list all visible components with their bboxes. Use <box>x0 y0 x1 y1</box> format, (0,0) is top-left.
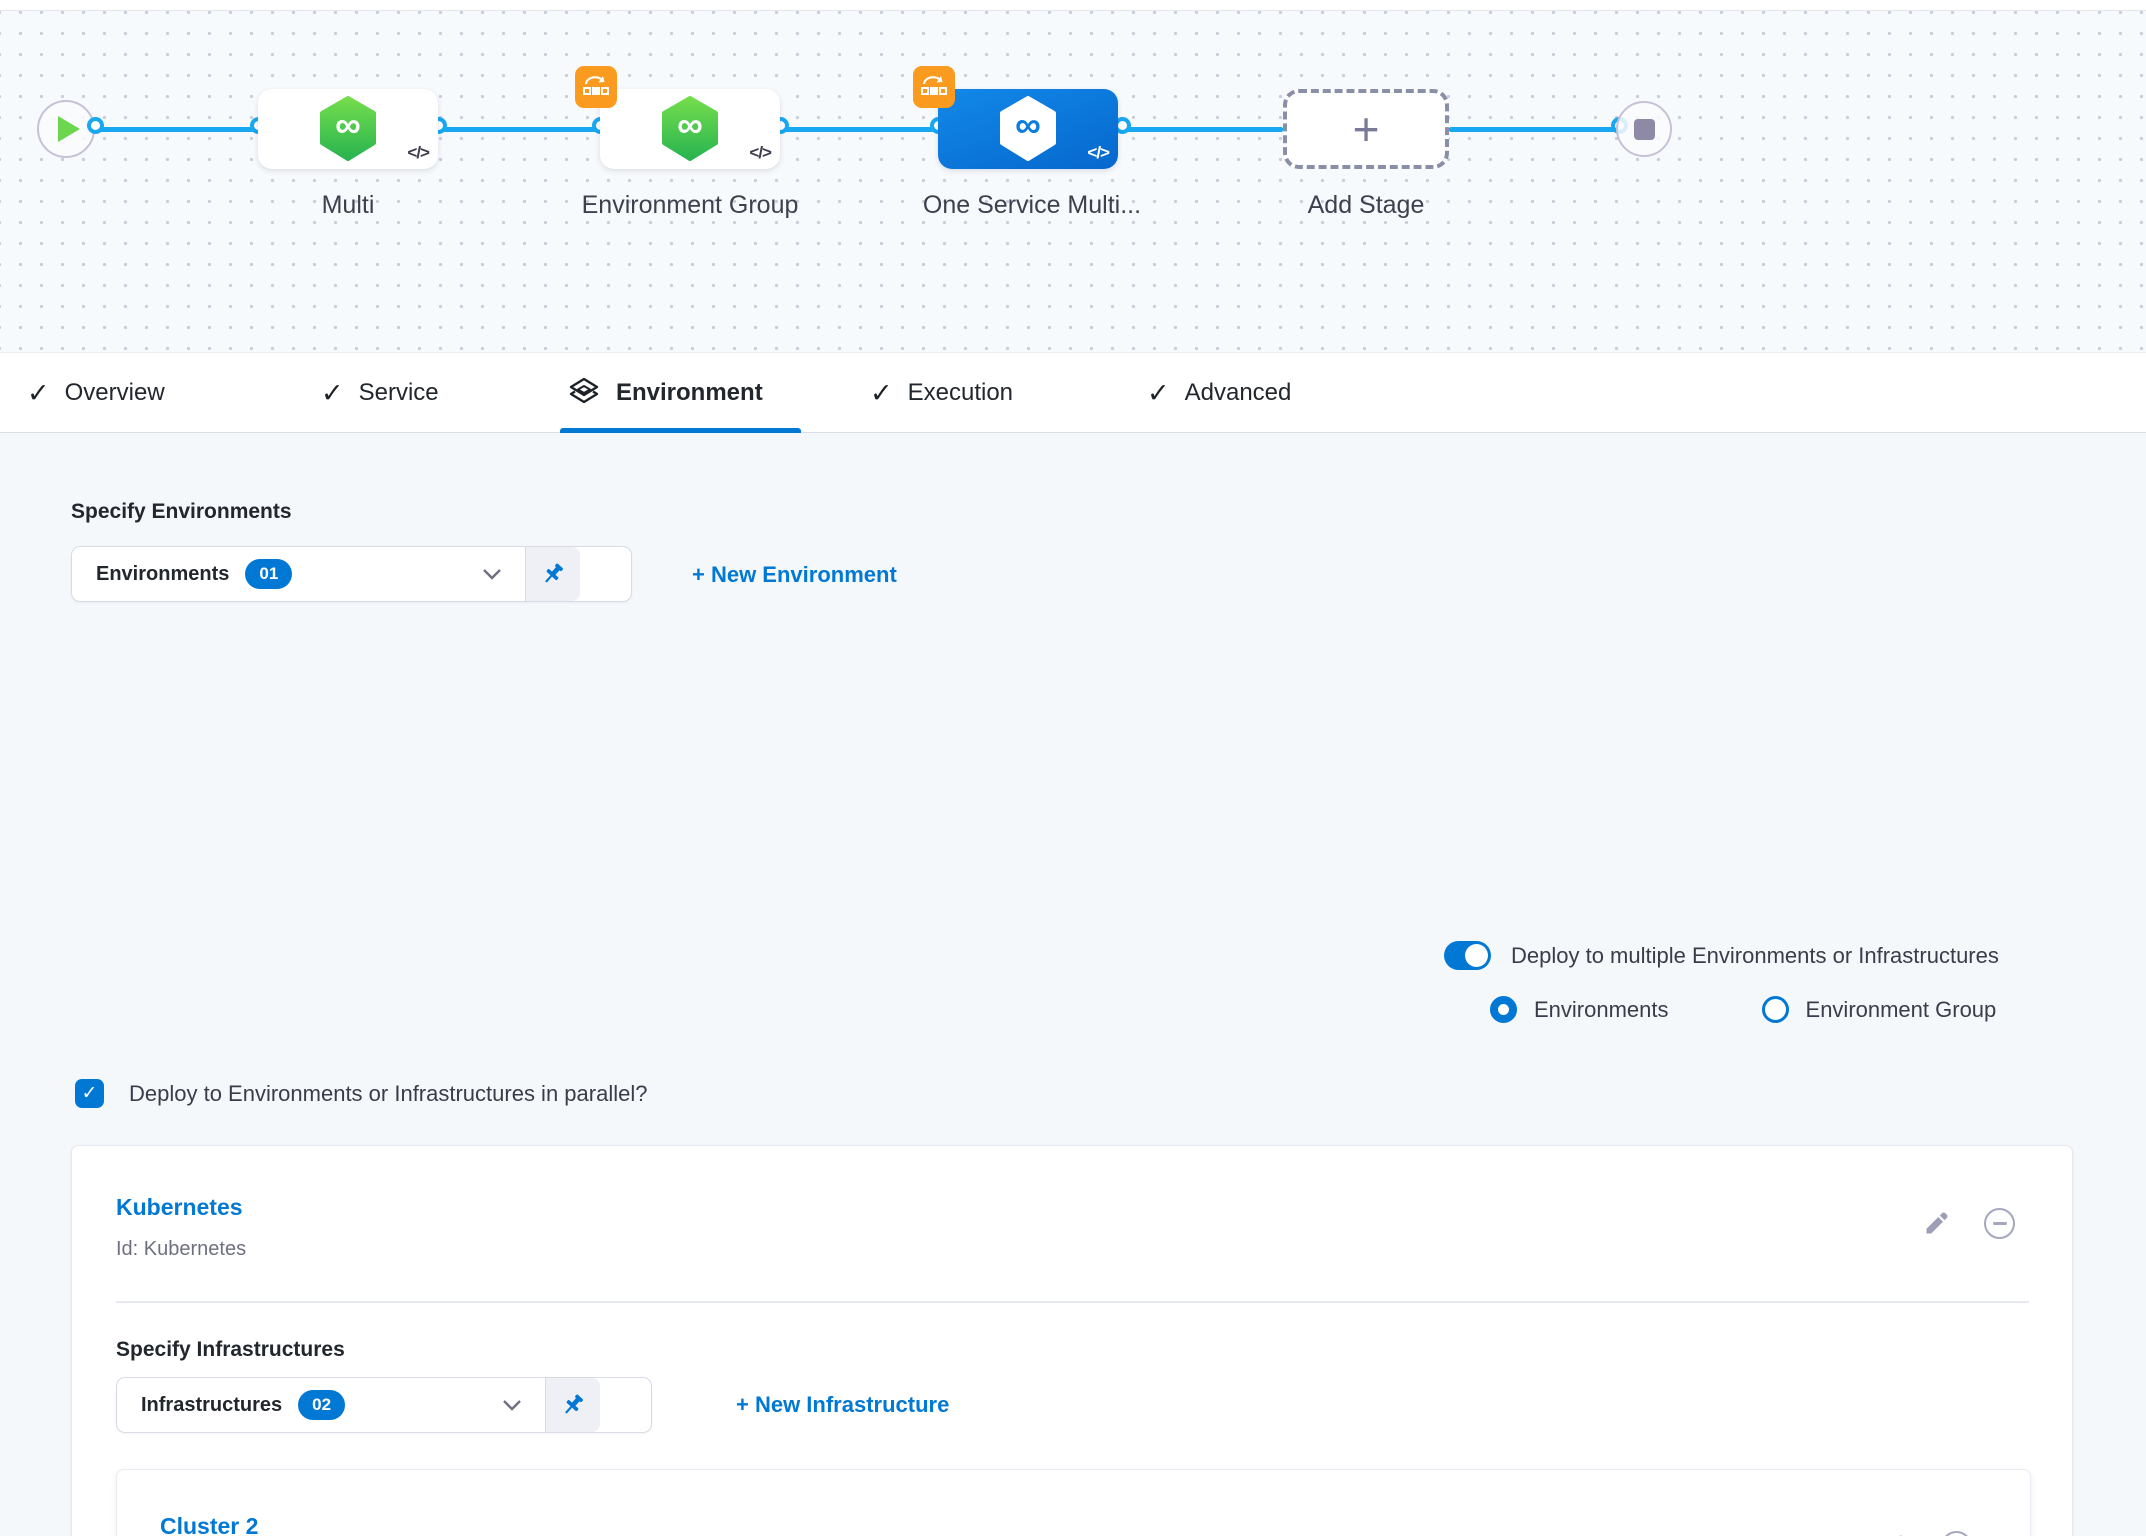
stage-label: One Service Multi... <box>922 191 1142 219</box>
parallel-checkbox-label: Deploy to Environments or Infrastructure… <box>129 1080 648 1106</box>
environment-id: Id: Kubernetes <box>116 1238 247 1260</box>
chevron-down-icon <box>483 568 505 580</box>
pipeline-start-node <box>37 100 95 158</box>
deploy-multiple-toggle-row: Deploy to multiple Environments or Infra… <box>1444 941 1999 970</box>
card-divider <box>116 1301 2029 1303</box>
environments-dropdown[interactable]: Environments 01 <box>71 546 632 602</box>
pipeline-connector <box>95 127 258 132</box>
count-badge: 01 <box>245 559 293 589</box>
environment-type-radio-group: Environments Environment Group <box>1490 996 1996 1023</box>
environment-name-link[interactable]: Kubernetes <box>116 1194 243 1220</box>
plus-icon: + <box>1352 103 1380 155</box>
pin-input-type-button[interactable] <box>545 1378 600 1432</box>
remove-environment-minus-icon[interactable] <box>1984 1208 2015 1239</box>
radio-environments[interactable] <box>1490 996 1517 1023</box>
rolling-deploy-badge-icon <box>913 66 955 108</box>
stage-label: Add Stage <box>1307 191 1425 219</box>
stage-label: Environment Group <box>581 191 799 219</box>
environment-card: Kubernetes Id: Kubernetes Specify Infras… <box>71 1145 2073 1536</box>
deployment-hexagon-icon: ∞ <box>997 96 1059 162</box>
pipeline-canvas[interactable]: ∞ </> Multi ∞ </> Environment Group <box>0 11 2146 352</box>
specify-infrastructures-heading: Specify Infrastructures <box>116 1338 345 1361</box>
pin-icon <box>545 563 563 583</box>
yaml-code-icon: </> <box>1087 143 1110 162</box>
stage-node-one-service-multi[interactable]: ∞ </> <box>913 66 1118 169</box>
node-port <box>87 117 104 134</box>
pipeline-connector <box>1449 127 1620 132</box>
radio-label: Environments <box>1534 996 1669 1022</box>
pin-icon <box>565 1394 583 1414</box>
stop-icon <box>1633 118 1655 140</box>
tab-execution[interactable]: ✓ Execution <box>870 377 1014 408</box>
check-icon: ✓ <box>870 377 893 408</box>
yaml-code-icon: </> <box>407 143 430 162</box>
play-icon <box>58 116 80 142</box>
dropdown-value: Environments <box>96 562 230 585</box>
infrastructure-name-link[interactable]: Cluster 2 <box>160 1513 259 1536</box>
check-icon: ✓ <box>81 1083 98 1104</box>
pipeline-connector <box>1122 127 1283 132</box>
stage-tabbar: ✓ Overview ✓ Service Environment ✓ Execu… <box>0 352 2146 433</box>
active-tab-underline <box>560 428 801 433</box>
specify-environments-heading: Specify Environments <box>71 500 292 523</box>
add-stage-button[interactable]: + <box>1283 89 1449 169</box>
tab-overview[interactable]: ✓ Overview <box>27 377 165 408</box>
infrastructure-card: Cluster 2 Id: Cluster_2 <box>116 1469 2031 1536</box>
count-badge: 02 <box>298 1390 346 1420</box>
edit-environment-pencil-icon[interactable] <box>1923 1210 1950 1237</box>
toggle-label: Deploy to multiple Environments or Infra… <box>1511 942 1999 968</box>
deploy-multiple-toggle[interactable] <box>1444 941 1491 970</box>
parallel-checkbox[interactable]: ✓ <box>75 1079 104 1108</box>
pin-input-type-button[interactable] <box>525 547 580 601</box>
deployment-hexagon-icon: ∞ <box>659 96 721 162</box>
pipeline-connector <box>438 127 600 132</box>
radio-environment-group[interactable] <box>1761 996 1789 1023</box>
rolling-deploy-badge-icon <box>575 66 617 108</box>
dropdown-value: Infrastructures <box>141 1393 283 1416</box>
stage-label: Multi <box>321 191 375 219</box>
radio-label: Environment Group <box>1805 996 1997 1022</box>
tab-service[interactable]: ✓ Service <box>321 377 439 408</box>
parallel-checkbox-row: ✓ Deploy to Environments or Infrastructu… <box>75 1079 647 1108</box>
remove-infrastructure-minus-icon[interactable] <box>1941 1531 1972 1536</box>
pipeline-end-node <box>1616 101 1672 157</box>
environment-tab-content: Specify Environments Environments 01 <box>0 433 2146 1536</box>
pipeline-connector <box>780 127 938 132</box>
new-environment-link[interactable]: + New Environment <box>692 562 897 587</box>
new-infrastructure-link[interactable]: + New Infrastructure <box>736 1392 950 1417</box>
top-divider <box>0 0 2146 11</box>
stage-node-multi[interactable]: ∞ </> <box>258 89 438 169</box>
tab-environment[interactable]: Environment <box>567 353 763 433</box>
tab-advanced[interactable]: ✓ Advanced <box>1147 377 1292 408</box>
yaml-code-icon: </> <box>749 143 772 162</box>
deployment-hexagon-icon: ∞ <box>317 96 379 162</box>
toggle-knob <box>1465 944 1488 967</box>
environment-stack-icon <box>567 376 601 410</box>
stage-node-environment-group[interactable]: ∞ </> <box>575 66 780 169</box>
infrastructures-dropdown[interactable]: Infrastructures 02 <box>116 1377 652 1433</box>
check-icon: ✓ <box>1147 377 1170 408</box>
check-icon: ✓ <box>321 377 344 408</box>
chevron-down-icon <box>503 1399 525 1411</box>
check-icon: ✓ <box>27 377 50 408</box>
